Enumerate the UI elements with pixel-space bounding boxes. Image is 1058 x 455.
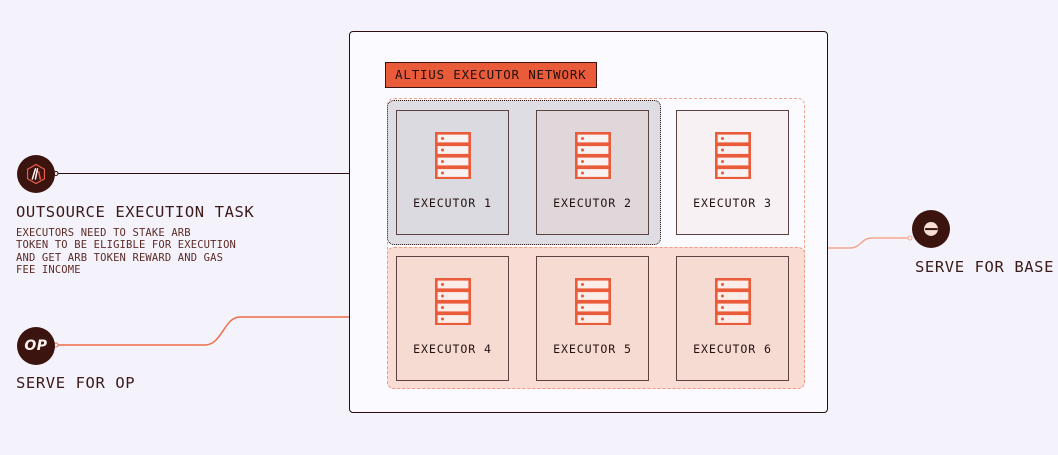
arbitrum-glyph — [26, 163, 46, 185]
arbitrum-logo-icon[interactable] — [17, 155, 55, 193]
executor-label: EXECUTOR 5 — [553, 342, 632, 356]
base-logo-icon[interactable] — [912, 210, 950, 248]
executor-card-4[interactable]: EXECUTOR 4 — [396, 256, 509, 381]
executor-card-2[interactable]: EXECUTOR 2 — [536, 110, 649, 235]
server-icon — [434, 131, 471, 180]
arbitrum-description: EXECUTORS NEED TO STAKE ARB TOKEN TO BE … — [16, 227, 237, 277]
executor-label: EXECUTOR 4 — [413, 342, 492, 356]
network-title-badge: ALTIUS EXECUTOR NETWORK — [385, 62, 597, 88]
executor-label: EXECUTOR 3 — [693, 196, 772, 210]
optimism-op-icon[interactable]: OP — [17, 327, 55, 365]
executor-card-6[interactable]: EXECUTOR 6 — [676, 256, 789, 381]
connector-optimism-to-group — [53, 317, 386, 348]
server-icon — [434, 277, 471, 326]
executor-label: EXECUTOR 1 — [413, 196, 492, 210]
executor-card-3[interactable]: EXECUTOR 3 — [676, 110, 789, 235]
server-icon — [714, 277, 751, 326]
optimism-title: SERVE FOR OP — [16, 374, 136, 392]
arbitrum-title: OUTSOURCE EXECUTION TASK — [16, 203, 255, 221]
server-icon — [574, 277, 611, 326]
executor-label: EXECUTOR 2 — [553, 196, 632, 210]
executor-card-1[interactable]: EXECUTOR 1 — [396, 110, 509, 235]
connector-arbitrum-to-group — [53, 172, 386, 176]
server-icon — [574, 131, 611, 180]
base-title: SERVE FOR BASE — [915, 258, 1055, 276]
executor-label: EXECUTOR 6 — [693, 342, 772, 356]
server-icon — [714, 131, 751, 180]
op-badge-text: OP — [24, 338, 48, 354]
base-glyph — [924, 222, 938, 236]
executor-card-5[interactable]: EXECUTOR 5 — [536, 256, 649, 381]
